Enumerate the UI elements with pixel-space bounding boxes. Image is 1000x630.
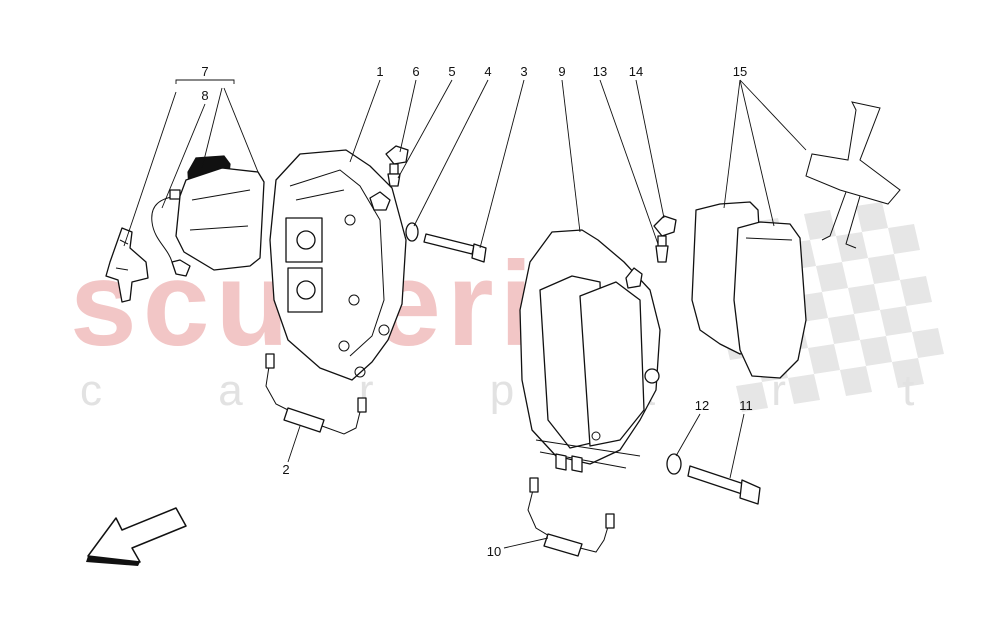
part-front-brake-hose: [265, 353, 367, 435]
watermark-checker-square: [804, 210, 836, 240]
callout-15: 15: [733, 64, 747, 79]
watermark-checker-square: [888, 224, 920, 254]
callout-2: 2: [282, 462, 289, 477]
watermark-checker-square: [900, 276, 932, 306]
callout-5: 5: [448, 64, 455, 79]
part-washer-bolt-front: [405, 222, 487, 263]
watermark-checker-square: [912, 328, 944, 358]
callout-labels: 7 8 1 6 5 4 3 9 13 14 15 2 12 11 10: [201, 64, 752, 559]
part-rear-pad-set: [691, 101, 901, 379]
leader-lines: [123, 79, 807, 549]
callout-3: 3: [520, 64, 527, 79]
callout-10: 10: [487, 544, 501, 559]
watermark-checker-square: [856, 202, 888, 232]
callout-13: 13: [593, 64, 607, 79]
callout-7: 7: [201, 64, 208, 79]
watermark-checker-square: [836, 232, 868, 262]
watermark-checker-square: [736, 382, 768, 412]
watermark-checker-square: [880, 306, 912, 336]
watermark-checker-square: [840, 366, 872, 396]
part-brake-pad-set-left: [105, 155, 265, 303]
watermark-checker-square: [788, 374, 820, 404]
watermark-checker-square: [828, 314, 860, 344]
watermark-checker-square: [848, 284, 880, 314]
part-rear-caliper: [519, 229, 661, 473]
callout-14: 14: [629, 64, 643, 79]
part-washer-bolt-rear: [666, 453, 761, 505]
part-rear-bleeder: [653, 215, 677, 263]
callout-1: 1: [376, 64, 383, 79]
callout-8: 8: [201, 88, 208, 103]
watermark-checker-square: [816, 262, 848, 292]
callout-11: 11: [739, 398, 753, 413]
watermark-checker-square: [868, 254, 900, 284]
part-bleeder-screw: [385, 145, 409, 187]
callout-9: 9: [558, 64, 565, 79]
watermark-checker-square: [860, 336, 892, 366]
part-rear-brake-hose: [527, 477, 615, 557]
watermark-checker-square: [808, 344, 840, 374]
watermark-checker-square: [892, 358, 924, 388]
callout-6: 6: [412, 64, 419, 79]
direction-arrow-icon: [86, 507, 187, 566]
callout-4: 4: [484, 64, 491, 79]
callout-12: 12: [695, 398, 709, 413]
part-front-caliper: [269, 149, 407, 381]
